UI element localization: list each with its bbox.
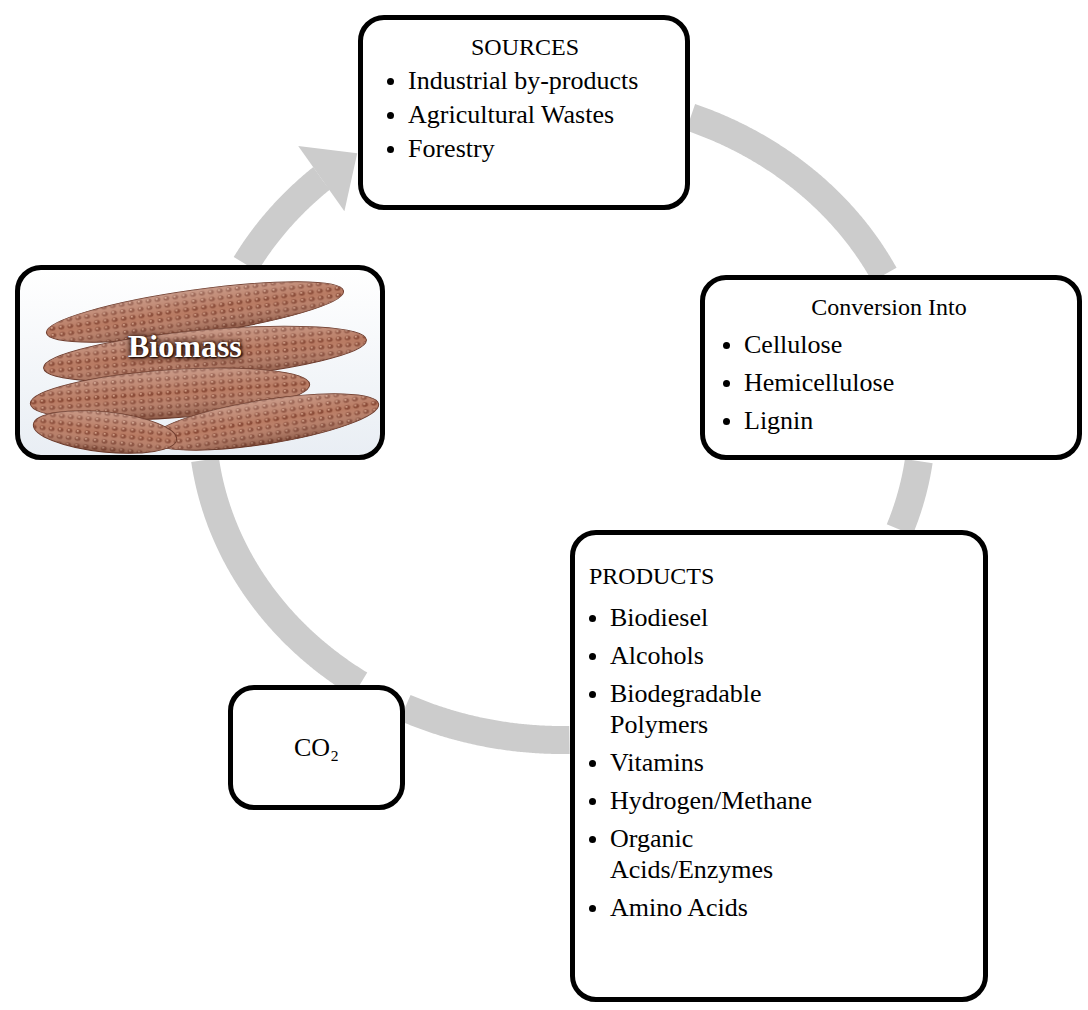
bullet-item: Vitamins xyxy=(610,747,704,779)
heading-row: Conversion Into xyxy=(719,292,1059,323)
cycle-band xyxy=(691,117,885,274)
bullet-dot xyxy=(723,342,730,349)
cycle-band xyxy=(405,708,569,740)
bullet-item: Lignin xyxy=(744,405,813,437)
bullet-item: Hydrogen/Methane xyxy=(610,785,812,817)
box-heading: Conversion Into xyxy=(811,292,966,323)
bullet-dot xyxy=(589,905,596,912)
bullet-item: Cellulose xyxy=(744,329,842,361)
bullet-dot xyxy=(589,615,596,622)
cycle-arrow-segment xyxy=(691,117,885,274)
products-box: PRODUCTS BiodieselAlcoholsBiodegradable P… xyxy=(570,530,988,1002)
bullet-row: Biodiesel xyxy=(585,602,969,634)
cycle-arrow-segment xyxy=(900,461,919,530)
bullet-item: Alcohols xyxy=(610,640,704,672)
bullet-row: Cellulose xyxy=(719,329,1059,361)
bullet-item: Forestry xyxy=(408,133,495,165)
bullet-dot xyxy=(387,112,394,119)
heading-row: CO₂ xyxy=(294,731,339,765)
bullet-dot xyxy=(723,380,730,387)
bullet-dot xyxy=(589,760,596,767)
bullet-dot xyxy=(589,798,596,805)
bullet-item: Agricultural Wastes xyxy=(408,99,614,131)
bullet-row: Forestry xyxy=(383,133,667,165)
box-heading: PRODUCTS xyxy=(589,561,714,592)
cycle-band xyxy=(205,460,360,684)
bullet-dot xyxy=(589,691,596,698)
bullet-item: Hemicellulose xyxy=(744,367,894,399)
conversion-box: Conversion IntoCelluloseHemicelluloseLig… xyxy=(700,275,1082,460)
bullet-row: Hydrogen/Methane xyxy=(585,785,969,817)
sources-box: SOURCESIndustrial by-productsAgricultura… xyxy=(358,15,690,210)
arrow-head xyxy=(298,146,357,211)
bullet-dot xyxy=(387,78,394,85)
cycle-band xyxy=(246,179,322,265)
bullet-dot xyxy=(723,418,730,425)
co2-box: CO₂ xyxy=(228,685,405,810)
cycle-band xyxy=(900,461,919,530)
cycle-arrow-segment xyxy=(246,146,358,264)
heading-row: Biomass xyxy=(20,270,380,368)
bullet-row: Lignin xyxy=(719,405,1059,437)
bullet-row: Agricultural Wastes xyxy=(383,99,667,131)
bullet-row: Organic Acids/Enzymes xyxy=(585,823,969,886)
bullet-row: Hemicellulose xyxy=(719,367,1059,399)
box-heading: SOURCES xyxy=(471,32,579,63)
heading-row: PRODUCTS xyxy=(585,561,969,592)
bullet-dot xyxy=(589,836,596,843)
cycle-arrow-segment xyxy=(205,460,360,684)
bullet-dot xyxy=(589,653,596,660)
box-heading: CO₂ xyxy=(294,731,339,765)
bullet-row: Vitamins xyxy=(585,747,969,779)
bullet-dot xyxy=(387,146,394,153)
bullet-item: Industrial by-products xyxy=(408,65,638,97)
box-heading: Biomass xyxy=(128,326,242,368)
bullet-item: Biodiesel xyxy=(610,602,708,634)
bullet-item: Amino Acids xyxy=(610,892,748,924)
bullet-row: Industrial by-products xyxy=(383,65,667,97)
biomass-box: Biomass xyxy=(15,265,385,460)
bullet-row: Amino Acids xyxy=(585,892,969,924)
bullet-row: Alcohols xyxy=(585,640,969,672)
bullet-row: Biodegradable Polymers xyxy=(585,678,969,741)
bullet-item: Biodegradable Polymers xyxy=(610,678,842,741)
bullet-item: Organic Acids/Enzymes xyxy=(610,823,842,886)
heading-row: SOURCES xyxy=(383,32,667,63)
cycle-arrow-segment xyxy=(405,708,569,740)
